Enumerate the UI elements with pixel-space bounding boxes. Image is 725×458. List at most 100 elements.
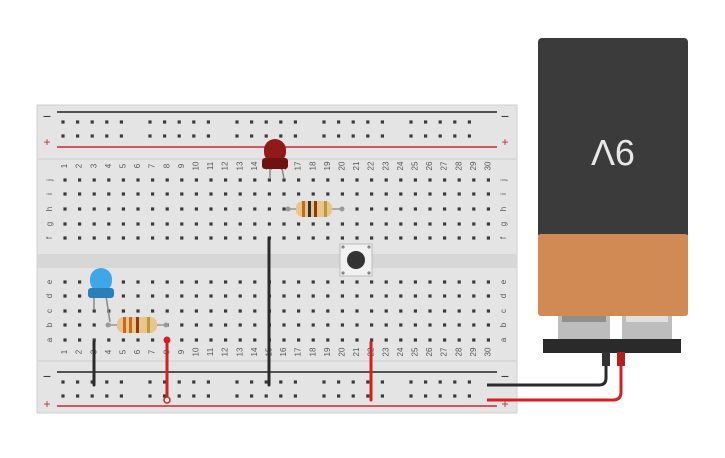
terminal-hole[interactable] xyxy=(238,236,242,240)
rail-hole[interactable] xyxy=(409,394,413,398)
terminal-hole[interactable] xyxy=(136,236,140,240)
terminal-hole[interactable] xyxy=(121,222,125,226)
terminal-hole[interactable] xyxy=(384,294,388,298)
terminal-hole[interactable] xyxy=(282,236,286,240)
terminal-hole[interactable] xyxy=(428,309,432,313)
rail-hole[interactable] xyxy=(293,394,297,398)
terminal-hole[interactable] xyxy=(443,222,447,226)
terminal-hole[interactable] xyxy=(238,338,242,342)
rail-hole[interactable] xyxy=(438,394,442,398)
terminal-hole[interactable] xyxy=(136,192,140,196)
terminal-hole[interactable] xyxy=(370,280,374,284)
terminal-hole[interactable] xyxy=(457,207,461,211)
rail-hole[interactable] xyxy=(438,380,442,384)
terminal-hole[interactable] xyxy=(151,280,155,284)
rail-hole[interactable] xyxy=(148,134,152,138)
rail-hole[interactable] xyxy=(279,394,283,398)
terminal-hole[interactable] xyxy=(238,222,242,226)
rail-hole[interactable] xyxy=(250,380,254,384)
terminal-hole[interactable] xyxy=(311,192,315,196)
terminal-hole[interactable] xyxy=(297,280,301,284)
rail-hole[interactable] xyxy=(206,380,210,384)
terminal-hole[interactable] xyxy=(180,178,184,182)
terminal-hole[interactable] xyxy=(457,280,461,284)
terminal-hole[interactable] xyxy=(282,192,286,196)
terminal-hole[interactable] xyxy=(63,338,67,342)
terminal-hole[interactable] xyxy=(399,338,403,342)
rail-hole[interactable] xyxy=(409,134,413,138)
rail-hole[interactable] xyxy=(76,134,80,138)
terminal-hole[interactable] xyxy=(194,178,198,182)
terminal-hole[interactable] xyxy=(370,222,374,226)
terminal-hole[interactable] xyxy=(151,222,155,226)
terminal-hole[interactable] xyxy=(472,309,476,313)
terminal-hole[interactable] xyxy=(78,280,82,284)
rail-hole[interactable] xyxy=(409,120,413,124)
terminal-hole[interactable] xyxy=(107,236,111,240)
rail-hole[interactable] xyxy=(119,120,123,124)
terminal-hole[interactable] xyxy=(253,280,257,284)
terminal-hole[interactable] xyxy=(238,309,242,313)
terminal-hole[interactable] xyxy=(443,192,447,196)
rail-hole[interactable] xyxy=(90,134,94,138)
terminal-hole[interactable] xyxy=(238,192,242,196)
terminal-hole[interactable] xyxy=(399,178,403,182)
terminal-hole[interactable] xyxy=(384,192,388,196)
terminal-hole[interactable] xyxy=(370,323,374,327)
terminal-hole[interactable] xyxy=(267,178,271,182)
rail-hole[interactable] xyxy=(76,394,80,398)
rail-hole[interactable] xyxy=(206,394,210,398)
rail-hole[interactable] xyxy=(105,394,109,398)
terminal-hole[interactable] xyxy=(209,323,213,327)
terminal-hole[interactable] xyxy=(428,207,432,211)
terminal-hole[interactable] xyxy=(253,178,257,182)
terminal-hole[interactable] xyxy=(472,178,476,182)
terminal-hole[interactable] xyxy=(457,222,461,226)
terminal-hole[interactable] xyxy=(78,338,82,342)
terminal-hole[interactable] xyxy=(209,236,213,240)
terminal-hole[interactable] xyxy=(486,178,490,182)
terminal-hole[interactable] xyxy=(428,338,432,342)
terminal-hole[interactable] xyxy=(443,338,447,342)
terminal-hole[interactable] xyxy=(399,323,403,327)
terminal-hole[interactable] xyxy=(355,323,359,327)
terminal-hole[interactable] xyxy=(457,338,461,342)
terminal-hole[interactable] xyxy=(443,207,447,211)
terminal-hole[interactable] xyxy=(121,207,125,211)
terminal-hole[interactable] xyxy=(413,178,417,182)
rail-hole[interactable] xyxy=(250,394,254,398)
terminal-hole[interactable] xyxy=(78,178,82,182)
terminal-hole[interactable] xyxy=(63,207,67,211)
terminal-hole[interactable] xyxy=(486,309,490,313)
rail-hole[interactable] xyxy=(438,120,442,124)
terminal-hole[interactable] xyxy=(107,207,111,211)
rail-hole[interactable] xyxy=(250,120,254,124)
terminal-hole[interactable] xyxy=(326,280,330,284)
rail-hole[interactable] xyxy=(76,380,80,384)
terminal-hole[interactable] xyxy=(443,236,447,240)
terminal-hole[interactable] xyxy=(326,294,330,298)
rail-hole[interactable] xyxy=(177,394,181,398)
terminal-hole[interactable] xyxy=(151,294,155,298)
terminal-hole[interactable] xyxy=(194,236,198,240)
terminal-hole[interactable] xyxy=(428,323,432,327)
battery-red-lead[interactable] xyxy=(487,366,623,402)
terminal-hole[interactable] xyxy=(311,222,315,226)
terminal-hole[interactable] xyxy=(457,294,461,298)
rail-hole[interactable] xyxy=(119,380,123,384)
terminal-hole[interactable] xyxy=(413,309,417,313)
rail-hole[interactable] xyxy=(424,380,428,384)
terminal-hole[interactable] xyxy=(413,192,417,196)
rail-hole[interactable] xyxy=(61,380,65,384)
rail-hole[interactable] xyxy=(453,120,457,124)
terminal-hole[interactable] xyxy=(121,280,125,284)
terminal-hole[interactable] xyxy=(209,338,213,342)
terminal-hole[interactable] xyxy=(238,207,242,211)
terminal-hole[interactable] xyxy=(194,309,198,313)
terminal-hole[interactable] xyxy=(413,236,417,240)
rail-hole[interactable] xyxy=(366,120,370,124)
terminal-hole[interactable] xyxy=(399,236,403,240)
terminal-hole[interactable] xyxy=(428,280,432,284)
terminal-hole[interactable] xyxy=(472,338,476,342)
terminal-hole[interactable] xyxy=(224,280,228,284)
